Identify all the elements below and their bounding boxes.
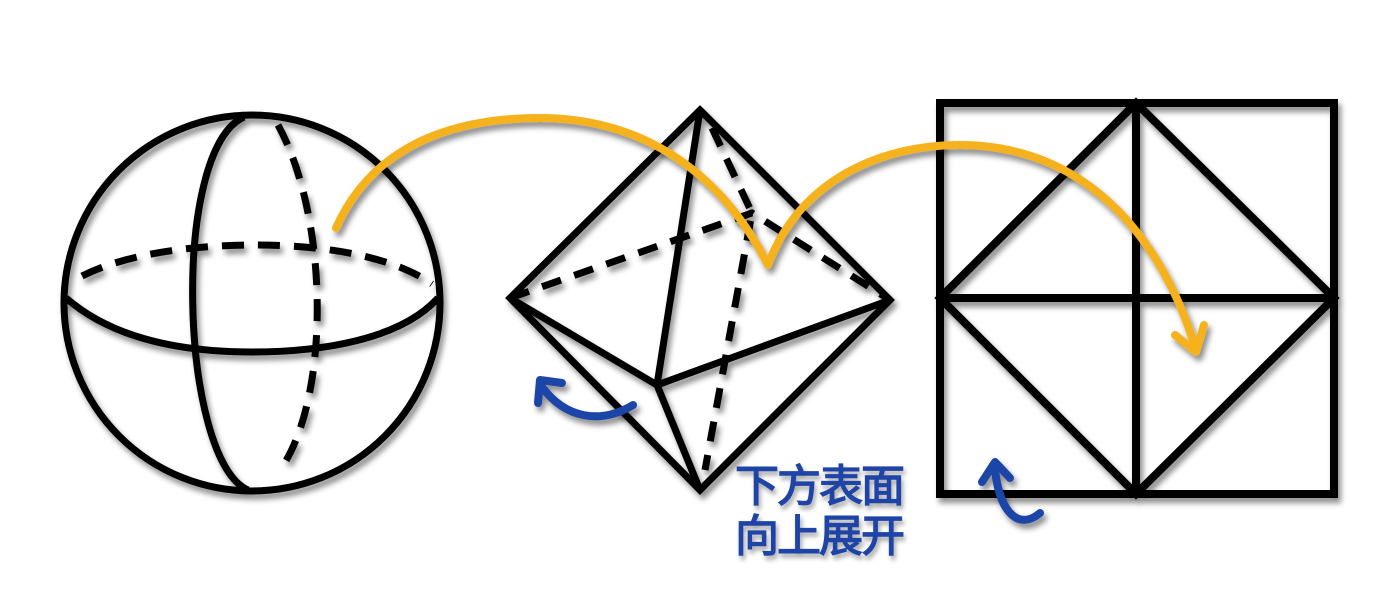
annotation-line-2: 向上展开 xyxy=(735,511,905,562)
fold-arrow-net xyxy=(991,466,1044,524)
octahedron xyxy=(505,105,895,495)
octahedron-front-edges xyxy=(508,109,892,492)
sphere-meridian-front xyxy=(189,113,250,494)
unfolded-square-net xyxy=(934,97,1340,500)
annotation-line-1: 下方表面 xyxy=(735,461,905,512)
octahedron-hidden-edges xyxy=(508,126,892,471)
net-inner-diamond xyxy=(934,97,1340,500)
sphere-outline xyxy=(60,111,444,495)
mapping-arrow xyxy=(332,114,1208,356)
sphere-meridian-back xyxy=(274,123,321,473)
fold-arrow-net-head-icon xyxy=(978,458,1014,486)
sphere xyxy=(60,111,444,495)
mapping-arrow-path xyxy=(332,114,1200,354)
sphere-equator-front xyxy=(63,295,441,356)
mapping-arrowhead-icon xyxy=(1171,321,1208,356)
sphere-equator-back xyxy=(80,241,435,287)
fold-arrows xyxy=(534,376,1044,524)
fold-annotation: 下方表面 向上展开 xyxy=(735,462,935,562)
fold-arrow-octahedron-head-icon xyxy=(534,376,566,407)
net-cross-lines xyxy=(940,103,1334,494)
fold-arrow-octahedron xyxy=(538,383,637,421)
octahedron-outline xyxy=(505,105,895,495)
